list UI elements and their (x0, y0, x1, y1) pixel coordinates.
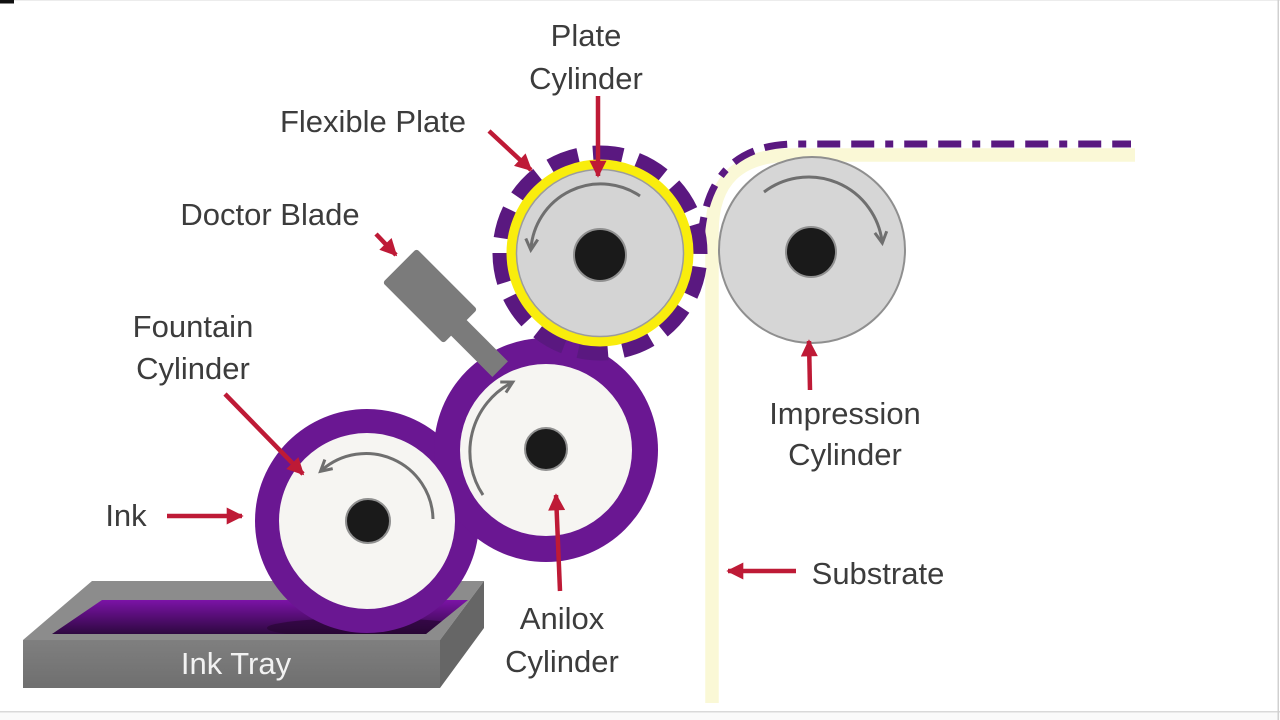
flexible-plate-label: Flexible Plate (280, 104, 466, 139)
ink-label: Ink (105, 498, 147, 533)
footer-band (0, 712, 1280, 720)
doctor-blade-shape (383, 249, 508, 377)
substrate-web (705, 148, 1135, 703)
ink-tray-right-face (440, 581, 484, 688)
top-left-corner-mark (0, 0, 14, 4)
impression-rotation-arrow-icon (763, 175, 882, 241)
doctor-blade-pointer-arrow (374, 232, 398, 257)
plate-cylinder-label-line2: Cylinder (529, 61, 643, 96)
impression-cylinder-pointer-arrow (800, 339, 818, 391)
anilox-cylinder-label-line2: Cylinder (505, 644, 619, 679)
fountain-cylinder-axle-dot (345, 498, 391, 544)
top-hairline (0, 0, 1280, 1)
plate-cylinder-axle-dot (573, 228, 627, 282)
impression-cylinder-label-line1: Impression (769, 396, 921, 431)
fountain-cylinder-label-line2: Cylinder (136, 351, 250, 386)
doctor-blade-label: Doctor Blade (180, 197, 359, 232)
fountain-rotation-arrow-icon (322, 452, 435, 520)
anilox-cylinder-axle-dot (524, 427, 568, 471)
plate-cylinder-label-line1: Plate (551, 18, 622, 53)
footer-hairline (0, 711, 1280, 713)
impression-cylinder-label-line2: Cylinder (788, 437, 902, 472)
substrate-label: Substrate (812, 556, 945, 591)
label-pointers (167, 96, 818, 592)
anilox-cylinder-label-line1: Anilox (520, 601, 605, 636)
anilox-cylinder-pointer-arrow (548, 493, 566, 592)
fountain-cylinder-label-line1: Fountain (133, 309, 254, 344)
doctor-blade-holder (383, 249, 477, 343)
fountain-cylinder-pointer-arrow (223, 392, 305, 476)
flexible-plate-pointer-arrow (487, 129, 533, 172)
impression-cylinder-axle-dot (785, 226, 837, 278)
ink-tray-label: Ink Tray (181, 646, 292, 681)
right-hairline (1277, 0, 1279, 720)
impression-cylinder-shape (718, 156, 906, 344)
plate-rotation-arrow-icon (531, 182, 641, 248)
ink-tray-front-face (23, 640, 440, 688)
anilox-rotation-arrow-icon (468, 383, 511, 496)
